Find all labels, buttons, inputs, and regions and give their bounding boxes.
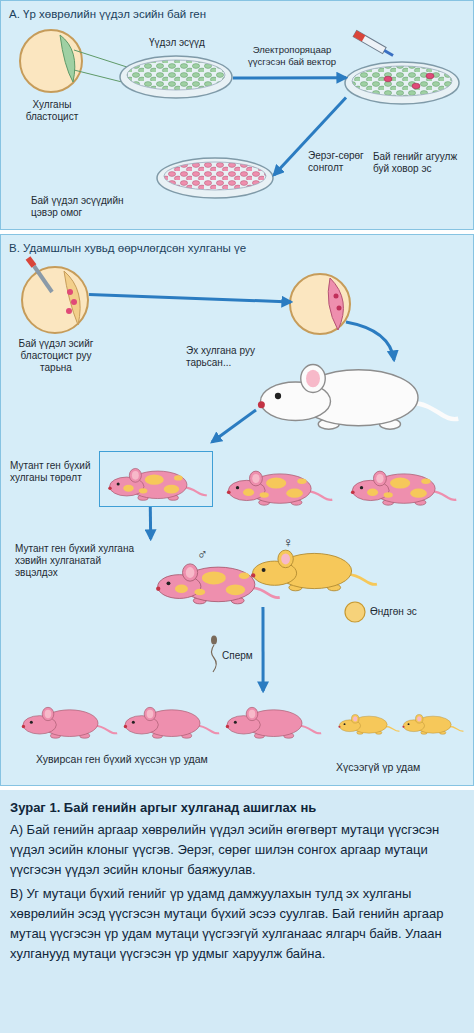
part-label: Өндгөн эс: [370, 606, 417, 618]
panel: А. Үр хөврөлийн үүдэл эсийн бай генХулга…: [0, 0, 474, 230]
mating-node: Мутант ген бүхий хулгана хэвийн хулганат…: [141, 539, 383, 607]
node-label: Бай үүдэл эсийг бластоцист руу тарьна: [8, 338, 104, 374]
offspring-node: Хувирсан ген бүхий хүссэн үр удам: [16, 691, 328, 749]
caption-band: Зураг 1. Бай генийн аргыг хулганад ашигл…: [0, 790, 474, 1033]
node-label: Хүсээгүй үр удам: [336, 761, 466, 774]
edge-label: Эерэг-сөрөг сонголт: [308, 150, 370, 174]
figure-caption: Зураг 1. Бай генийн аргыг хулганад ашигл…: [10, 798, 464, 817]
male-symbol: ♂: [197, 546, 208, 562]
edge-label: Электропоряцаар үүсгэсэн бай вектор: [238, 44, 346, 68]
node-label: Мутант ген бүхий хулгана хэвийн хулганат…: [15, 543, 135, 579]
culture-dish-node: Бай генийг агуулж буй ховор эс: [346, 63, 460, 105]
node-label: Бай генийг агуулж буй ховор эс: [373, 151, 467, 175]
culture-dish-node: Бай үүдэл эсүүдийн цэвэр омог: [158, 159, 274, 199]
caption-paragraph: А) Бай генийн аргаар хөврөлийн үүдэл эси…: [10, 820, 464, 880]
node-label: Бай үүдэл эсүүдийн цэвэр омог: [31, 195, 153, 219]
node-label: Хувирсан ген бүхий хүссэн үр удам: [36, 753, 216, 766]
panel-title: В. Удамшлын хувьд өөрчлөгдсөн хулганы үе: [9, 241, 246, 255]
node-label: Мутант ген бүхий хулганы төрөлт: [10, 460, 94, 484]
female-symbol: ♀: [283, 534, 294, 550]
chimera-box: Мутант ген бүхий хулганы төрөлт: [99, 451, 213, 507]
blastocyst-node: Хулганы бластоцист: [19, 29, 85, 95]
panel: В. Удамшлын хувьд өөрчлөгдсөн хулганы үе…: [0, 234, 474, 786]
node-label: Үүдэл эсүүд: [149, 37, 239, 49]
panel-title: А. Үр хөврөлийн үүдэл эсийн бай ген: [9, 7, 206, 21]
blastocyst-node: Эх хулгана руу тарьсан...: [291, 275, 351, 335]
culture-dish-node: Үүдэл эсүүд: [121, 57, 233, 99]
offspring-node: Хүсээгүй үр удам: [336, 703, 466, 743]
part-label: Сперм: [222, 650, 253, 662]
node-label: Эх хулгана руу тарьсан...: [186, 345, 296, 369]
blastocyst-node: Бай үүдэл эсийг бластоцист руу тарьна: [23, 268, 89, 334]
node-label: Хулганы бластоцист: [12, 99, 92, 123]
caption-paragraph: В) Уг мутаци бүхий генийг үр удамд дамжу…: [10, 884, 464, 964]
